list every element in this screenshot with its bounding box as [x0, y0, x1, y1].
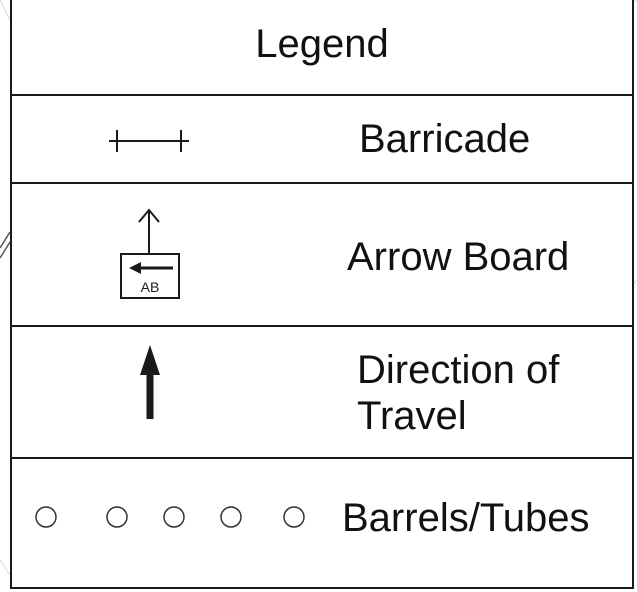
legend-label-direction-line-1: Direction of — [357, 348, 560, 392]
barricade-icon — [109, 130, 189, 152]
legend-label-barricade: Barricade — [359, 117, 531, 161]
legend-row-barrels-tubes: Barrels/Tubes — [12, 459, 632, 589]
legend-label-direction-of-travel: Direction of Travel — [357, 347, 627, 439]
arrow-board-icon: AB — [120, 208, 180, 299]
legend-title: Legend — [255, 22, 389, 66]
barrels-icon — [35, 506, 305, 528]
barrel-circle — [106, 506, 128, 528]
barrel-circle — [163, 506, 185, 528]
barrel-circle — [35, 506, 57, 528]
legend-row-arrow-board: AB Arrow Board — [12, 184, 632, 327]
legend-title-row: Legend — [12, 0, 632, 96]
direction-arrow-icon — [140, 345, 160, 419]
legend-box: Legend Barricade AB Arrow Board Directio… — [10, 0, 634, 589]
barrel-circle — [283, 506, 305, 528]
barrel-circle — [220, 506, 242, 528]
legend-label-arrow-board: Arrow Board — [347, 235, 570, 279]
legend-label-barrels-tubes: Barrels/Tubes — [342, 496, 590, 540]
legend-row-direction-of-travel: Direction of Travel — [12, 327, 632, 459]
legend-row-barricade: Barricade — [12, 96, 632, 184]
arrow-board-symbol-text: AB — [141, 279, 160, 295]
legend-label-direction-line-2: Travel — [357, 394, 467, 438]
